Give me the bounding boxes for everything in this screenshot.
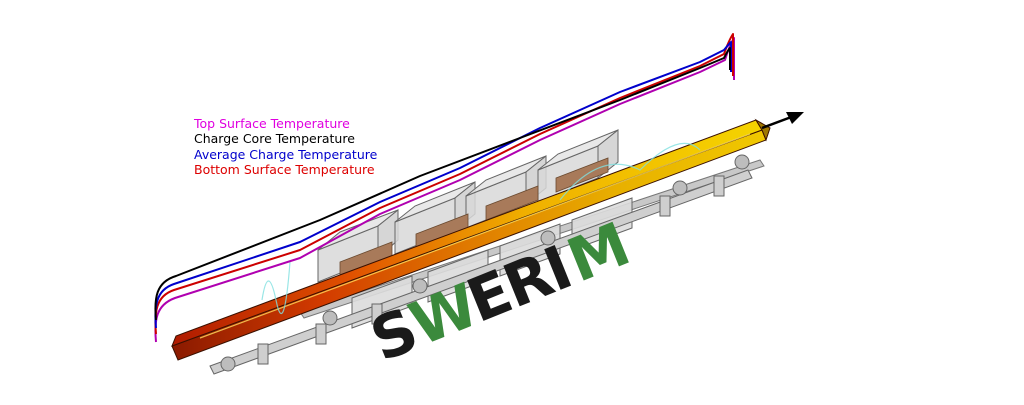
legend: Top Surface Temperature Charge Core Temp… bbox=[194, 116, 377, 177]
brick-inserts bbox=[339, 157, 609, 277]
temperature-curves bbox=[154, 33, 735, 343]
legend-top-surface: Top Surface Temperature bbox=[194, 116, 350, 131]
rollers bbox=[220, 154, 750, 372]
curve-charge-core bbox=[154, 47, 731, 321]
sketch-lines bbox=[261, 142, 701, 314]
rail-posts bbox=[257, 175, 725, 365]
charge-slab bbox=[171, 118, 771, 361]
direction-arrow bbox=[761, 112, 804, 130]
legend-charge-core: Charge Core Temperature bbox=[194, 131, 355, 147]
housing-1 bbox=[317, 208, 399, 283]
legend-bottom-surface: Bottom Surface Temperature bbox=[194, 161, 375, 177]
legend-average-charge: Average Charge Temperature bbox=[194, 146, 378, 162]
conveyor-rail-front bbox=[209, 154, 753, 375]
curve-average-charge bbox=[154, 41, 732, 329]
swerim-logo: S W ERI M bbox=[361, 210, 637, 376]
curve-bottom-surface bbox=[154, 33, 734, 335]
charge-end-face bbox=[754, 118, 771, 142]
